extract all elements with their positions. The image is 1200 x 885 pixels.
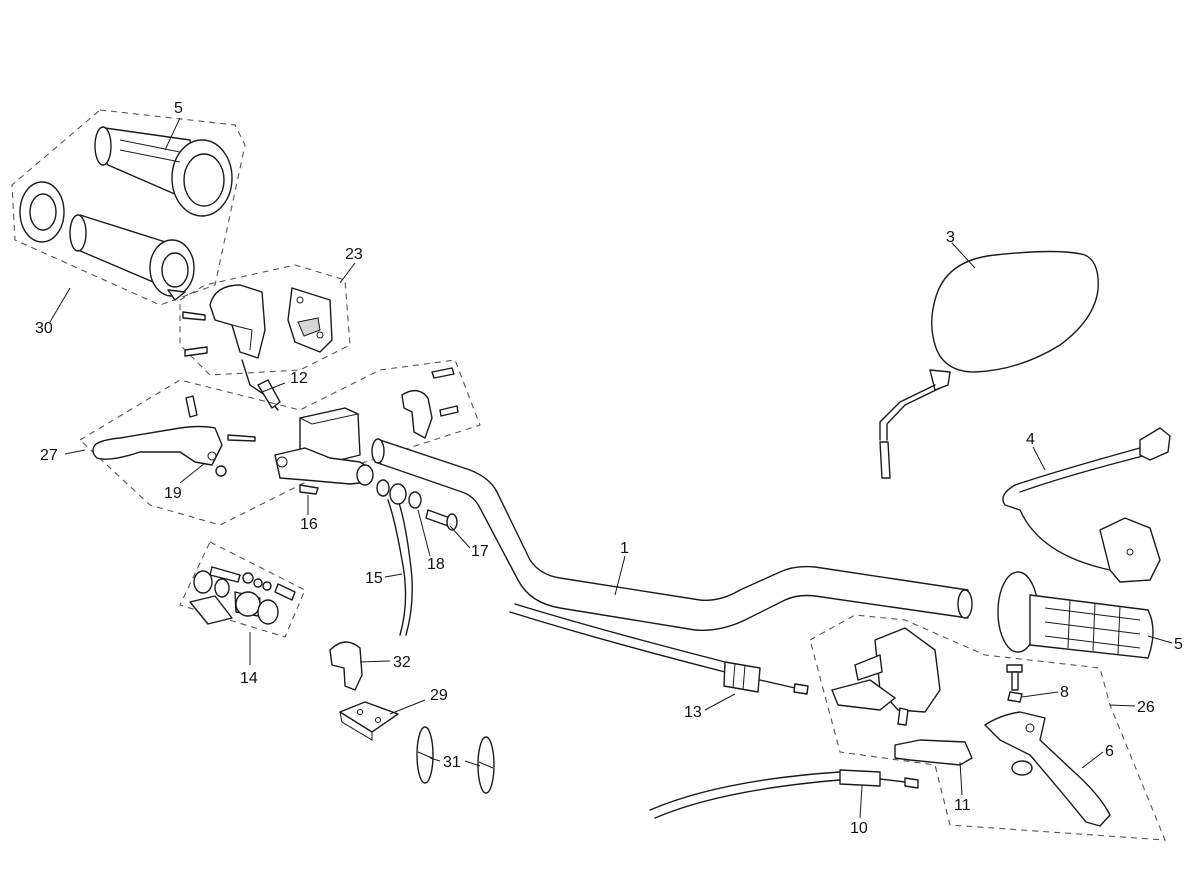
label-6: 6	[1105, 743, 1114, 760]
throttle-cable-part-13	[509, 603, 809, 695]
clamp-part-32	[329, 641, 363, 691]
label-31: 31	[443, 754, 461, 771]
label-27: 27	[40, 447, 58, 464]
clutch-cable-part-10	[649, 769, 919, 819]
label-8: 8	[1060, 684, 1069, 701]
callout-labels: 5 23 30 12 27 19 16 17 18 15 14 32 29 31…	[35, 100, 1183, 837]
seal-kit-part-14	[179, 541, 306, 638]
label-32: 32	[393, 654, 411, 671]
plate-part-29	[339, 701, 399, 741]
label-16: 16	[300, 516, 318, 533]
label-13: 13	[684, 704, 702, 721]
label-1: 1	[620, 540, 629, 557]
label-5-right: 5	[1174, 636, 1183, 653]
label-5-left: 5	[174, 100, 183, 117]
brake-lever-group-27	[79, 359, 481, 526]
label-14: 14	[240, 670, 258, 687]
label-15: 15	[365, 570, 383, 587]
label-12: 12	[290, 370, 308, 387]
switch-housing-group-23	[179, 264, 351, 376]
label-10: 10	[850, 820, 868, 837]
right-grip-part-5	[997, 571, 1154, 659]
throttle-tube	[69, 214, 195, 301]
label-4: 4	[1026, 431, 1035, 448]
leader-lines	[49, 117, 1173, 819]
label-3: 3	[946, 229, 955, 246]
left-grip-part-5	[94, 126, 233, 217]
label-29: 29	[430, 687, 448, 704]
label-17: 17	[471, 543, 489, 560]
label-26: 26	[1137, 699, 1155, 716]
clutch-lever-group-26	[809, 614, 1166, 841]
grip-ring	[19, 181, 65, 243]
mirror-part-3	[879, 250, 1099, 479]
label-11: 11	[954, 797, 971, 814]
screw	[182, 311, 208, 357]
grip-group-30	[11, 109, 246, 306]
shim-part-31	[416, 726, 495, 794]
label-30: 30	[35, 320, 53, 337]
brake-hose-part-15	[376, 479, 458, 636]
label-18: 18	[427, 556, 445, 573]
label-19: 19	[164, 485, 182, 502]
switch-cable-part-12	[241, 359, 281, 411]
wire-harness-part-4	[1002, 427, 1171, 583]
label-23: 23	[345, 246, 363, 263]
handlebar-part-1	[371, 438, 973, 631]
